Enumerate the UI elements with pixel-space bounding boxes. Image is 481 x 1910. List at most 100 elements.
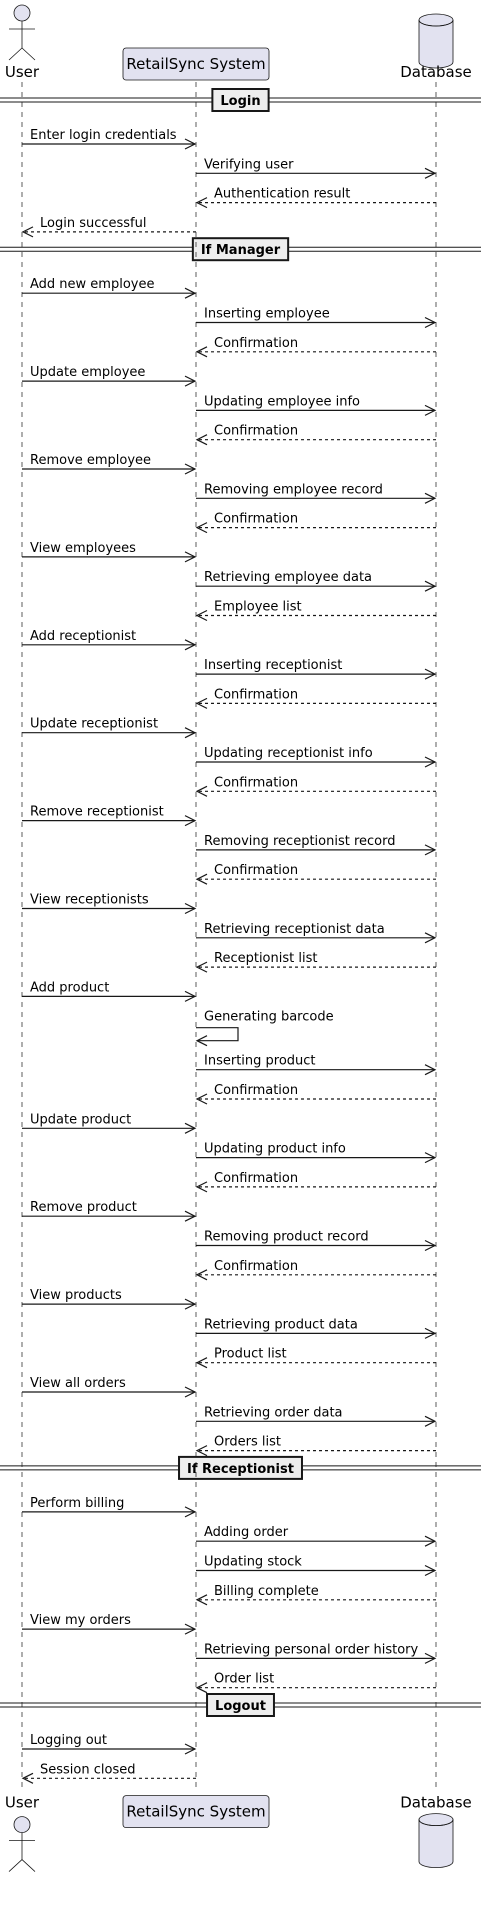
participant-system-label: RetailSync System xyxy=(126,1803,265,1821)
message-label: View employees xyxy=(30,541,136,556)
message: Perform billing xyxy=(22,1496,197,1518)
arrowhead xyxy=(195,346,208,358)
message: Confirmation xyxy=(195,1259,436,1281)
message: Remove product xyxy=(22,1200,197,1222)
message: Retrieving receptionist data xyxy=(196,922,437,944)
arrowhead xyxy=(184,639,197,651)
message: Confirmation xyxy=(195,1083,436,1105)
message-label: Removing employee record xyxy=(204,482,383,497)
message: Adding order xyxy=(196,1525,437,1547)
message: Authentication result xyxy=(195,187,436,209)
message-label: Enter login credentials xyxy=(30,128,177,143)
message-label: Login successful xyxy=(40,216,146,231)
arrowhead xyxy=(424,1535,437,1547)
user-actor-icon xyxy=(8,1816,36,1872)
message: Add product xyxy=(22,980,197,1002)
message-label: Inserting receptionist xyxy=(204,658,342,673)
message: Updating employee info xyxy=(196,394,437,416)
section-divider: Login xyxy=(0,88,481,112)
arrowhead xyxy=(195,1445,208,1457)
database-icon xyxy=(418,13,454,69)
message: Order list xyxy=(195,1672,436,1694)
section-title: Logout xyxy=(215,1699,266,1714)
arrowhead xyxy=(195,1357,208,1369)
message: Billing complete xyxy=(195,1584,436,1606)
message: Confirmation xyxy=(195,336,436,358)
message: Updating receptionist info xyxy=(196,746,437,768)
message: Retrieving personal order history xyxy=(196,1642,437,1664)
section-divider: Logout xyxy=(0,1693,481,1717)
message-label: Session closed xyxy=(40,1762,135,1777)
participant-database-top: Database xyxy=(400,63,472,81)
message-label: Confirmation xyxy=(214,336,298,351)
arrowhead xyxy=(184,902,197,915)
message-label: Add receptionist xyxy=(30,629,136,644)
arrowhead xyxy=(21,1772,34,1784)
message-label: Update receptionist xyxy=(30,717,158,732)
message-label: Updating stock xyxy=(204,1555,302,1570)
message-label: Remove employee xyxy=(30,453,151,468)
arrowhead xyxy=(424,668,437,680)
message-label: Retrieving product data xyxy=(204,1317,358,1332)
message-label: Remove receptionist xyxy=(30,805,164,820)
message: View all orders xyxy=(22,1376,197,1398)
arrowhead xyxy=(184,1298,197,1310)
message-label: View all orders xyxy=(30,1376,126,1391)
message-label: Verifying user xyxy=(204,157,294,172)
message: Generating barcode xyxy=(195,1010,334,1047)
arrowhead xyxy=(195,1093,208,1105)
participant-user-top: User xyxy=(5,63,40,81)
arrowhead xyxy=(424,1152,437,1164)
arrowhead xyxy=(184,1623,197,1635)
arrowhead xyxy=(184,375,197,387)
message-label: Employee list xyxy=(214,600,302,615)
section-title: If Manager xyxy=(201,243,281,258)
arrowhead xyxy=(424,580,437,592)
arrowhead xyxy=(184,1122,197,1134)
arrowhead xyxy=(184,287,197,299)
message-label: Retrieving personal order history xyxy=(204,1642,419,1657)
participant-system-box-bottom: RetailSync System xyxy=(122,1795,270,1828)
message: Confirmation xyxy=(195,1171,436,1193)
message: Add receptionist xyxy=(22,629,197,651)
message-label: Confirmation xyxy=(214,512,298,527)
message-label: Billing complete xyxy=(214,1584,319,1599)
message: Remove receptionist xyxy=(22,805,197,827)
arrowhead xyxy=(424,1415,437,1427)
arrowhead xyxy=(424,1564,437,1577)
message-label: Confirmation xyxy=(214,863,298,878)
message-label: Removing receptionist record xyxy=(204,834,396,849)
message: Session closed xyxy=(21,1762,196,1784)
arrowhead xyxy=(195,961,208,973)
arrowhead xyxy=(424,756,437,768)
message: Update product xyxy=(22,1112,197,1134)
arrowhead xyxy=(184,990,197,1002)
message-label: View receptionists xyxy=(30,893,149,908)
message-label: Update product xyxy=(30,1112,131,1127)
message: View products xyxy=(22,1288,197,1310)
section-divider: If Manager xyxy=(0,237,481,262)
message-label: Confirmation xyxy=(214,1083,298,1098)
message-label: Confirmation xyxy=(214,1259,298,1274)
message-label: Generating barcode xyxy=(204,1010,334,1025)
message: Updating stock xyxy=(196,1555,437,1577)
arrowhead xyxy=(195,609,208,622)
arrowhead xyxy=(195,785,208,797)
arrowhead xyxy=(195,1269,208,1281)
arrowhead xyxy=(184,1506,197,1518)
message: Confirmation xyxy=(195,512,436,534)
message: Employee list xyxy=(195,600,436,622)
user-actor-icon xyxy=(8,4,36,61)
message-label: Updating product info xyxy=(204,1142,346,1157)
arrowhead xyxy=(195,1594,208,1606)
message: Removing product record xyxy=(196,1230,437,1252)
message-label: Retrieving order data xyxy=(204,1405,343,1420)
message-label: Retrieving receptionist data xyxy=(204,922,385,937)
message: Removing employee record xyxy=(196,482,437,504)
arrowhead xyxy=(195,1181,208,1193)
arrowhead xyxy=(424,932,437,944)
participant-database-bottom: Database xyxy=(400,1794,472,1812)
